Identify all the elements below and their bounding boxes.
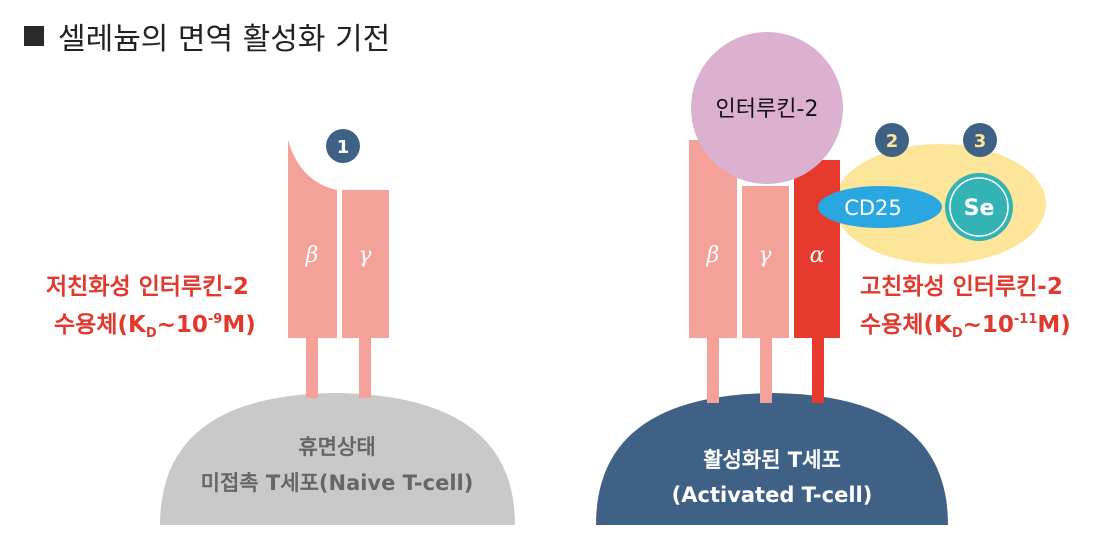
- cd25: [818, 186, 942, 228]
- badge-2: [875, 123, 909, 157]
- badge-2-text: 2: [886, 131, 899, 152]
- interleukin-2-label: 인터루킨-2: [716, 97, 819, 122]
- activated-cell-label-2: (Activated T-cell): [672, 483, 873, 507]
- badge-3-text: 3: [974, 131, 987, 152]
- naive-cell-label-1: 휴면상태: [298, 435, 375, 459]
- title-square-icon: [24, 26, 44, 46]
- selenium-ring: [949, 177, 1009, 237]
- naive-cell-label-2: 미접촉 T세포(Naive T-cell): [201, 471, 474, 495]
- gamma-label-right: γ: [758, 243, 772, 268]
- gamma-chain-left: [342, 190, 389, 338]
- gamma-chain-right: [742, 186, 789, 338]
- activated-cell-label-1: 활성화된 T세포: [703, 448, 841, 472]
- page-title: 셀레늄의 면역 활성화 기전: [24, 14, 390, 58]
- activated-t-cell: [596, 393, 948, 525]
- beta-chain-left: [288, 140, 337, 338]
- gamma-chain-stem: [359, 338, 371, 398]
- gamma-label-left: γ: [358, 243, 372, 268]
- low-affinity-label-2: 수용체(KD~10-9M): [54, 312, 256, 341]
- badge-1: [326, 129, 360, 163]
- left-receptor-group: 휴면상태 미접촉 T세포(Naive T-cell) β γ 1 저친화성 인터…: [46, 129, 515, 525]
- beta-chain-stem: [306, 338, 318, 398]
- alpha-chain-stem: [812, 338, 824, 403]
- high-affinity-label-2: 수용체(KD~10-11M): [860, 312, 1071, 341]
- beta-label-left: β: [305, 243, 319, 268]
- selenium: [945, 173, 1013, 241]
- alpha-chain: [794, 160, 840, 338]
- cd25-label: CD25: [844, 196, 902, 220]
- naive-t-cell: [160, 393, 515, 525]
- alpha-label: α: [810, 243, 825, 268]
- beta-chain-stem-right: [707, 338, 719, 403]
- badge-1-text: 1: [337, 137, 350, 158]
- selenium-label: Se: [964, 196, 995, 221]
- badge-3: [963, 123, 997, 157]
- right-receptor-group: 활성화된 T세포 (Activated T-cell) β γ α 인터루킨-2…: [596, 32, 1071, 525]
- title-text: 셀레늄의 면역 활성화 기전: [58, 22, 391, 57]
- low-affinity-label-1: 저친화성 인터루킨-2: [46, 274, 249, 300]
- gamma-chain-stem-right: [760, 338, 772, 403]
- beta-label-right: β: [706, 243, 720, 268]
- high-affinity-label-1: 고친화성 인터루킨-2: [860, 274, 1063, 300]
- interleukin-2: [691, 32, 843, 184]
